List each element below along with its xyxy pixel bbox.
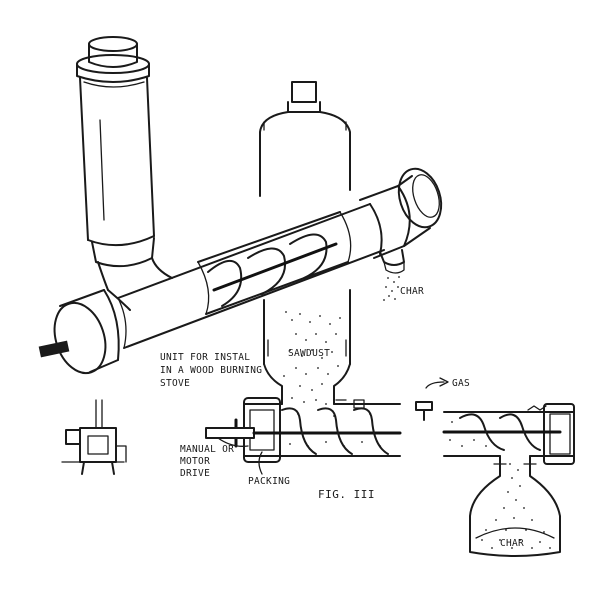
char-collection-jar bbox=[469, 455, 561, 557]
auger-tube bbox=[117, 203, 385, 349]
auger-shaft bbox=[205, 427, 255, 439]
figure-label: FIG. III bbox=[318, 488, 375, 501]
char-label-bottom: CHAR bbox=[500, 538, 524, 549]
drive-shaft bbox=[38, 340, 70, 358]
unit-caption-line2: IN A WOOD BURNING bbox=[160, 365, 262, 376]
char-particles-top bbox=[383, 276, 400, 301]
unit-caption: UNIT FOR INSTAL IN A WOOD BURNING STOVE bbox=[160, 352, 262, 389]
sawdust-particles bbox=[283, 311, 341, 405]
stove-unit-assembly: CHAR bbox=[38, 36, 443, 375]
center-hopper bbox=[259, 81, 351, 405]
right-coupling bbox=[359, 167, 443, 274]
hopper-cylinder bbox=[79, 77, 155, 268]
left-end-cap bbox=[38, 289, 120, 375]
gas-outlet-detail bbox=[415, 377, 449, 421]
sawdust-label: SAWDUST bbox=[288, 348, 330, 359]
manual-label-line3: DRIVE bbox=[180, 468, 210, 479]
gas-label: GAS bbox=[452, 378, 470, 389]
manual-label-line1: MANUAL OR bbox=[180, 444, 234, 455]
auger-cross-section bbox=[205, 397, 402, 475]
unit-caption-line3: STOVE bbox=[160, 378, 190, 389]
packing-label: PACKING bbox=[248, 476, 290, 487]
hopper-cap bbox=[76, 36, 150, 83]
wood-stove-sketch bbox=[61, 399, 127, 475]
char-label-top: CHAR bbox=[400, 286, 424, 297]
unit-caption-line1: UNIT FOR INSTAL bbox=[160, 352, 250, 363]
drive-caption: MANUAL OR MOTOR DRIVE bbox=[180, 444, 234, 479]
manual-label-line2: MOTOR bbox=[180, 456, 210, 467]
right-auger-section bbox=[442, 403, 575, 465]
